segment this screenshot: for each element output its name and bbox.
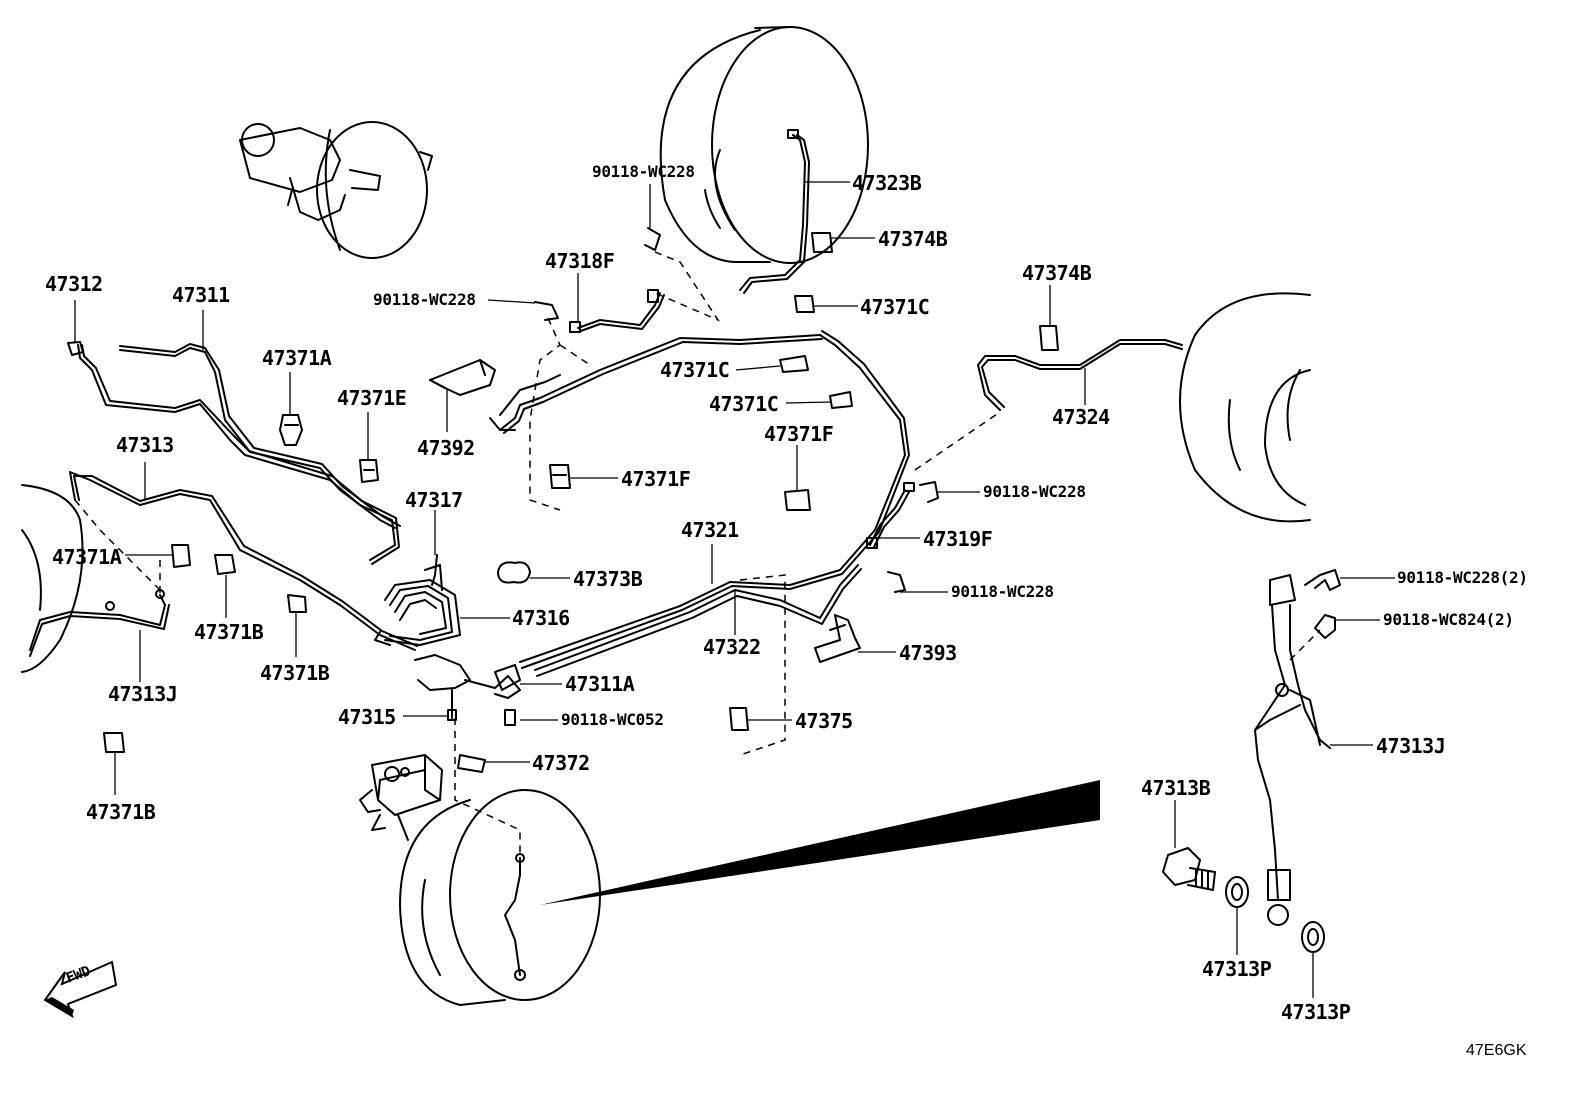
clamp-47375 <box>729 707 749 731</box>
flex-hose-47313J-right <box>1254 574 1331 926</box>
bolt-90118-WC052 <box>504 709 516 726</box>
clamp-47371B-a <box>214 554 236 575</box>
callout-47311A[interactable]: 47311A <box>565 672 635 696</box>
washer-47313P-b <box>1301 921 1325 953</box>
callout-47318F[interactable]: 47318F <box>545 249 615 273</box>
callout-47321[interactable]: 47321 <box>681 518 739 542</box>
flex-hose-47313J-left <box>29 589 170 657</box>
callout-47311[interactable]: 47311 <box>172 283 230 307</box>
callout-47393[interactable]: 47393 <box>899 641 957 665</box>
bracket-47372 <box>457 754 486 773</box>
callout-47392[interactable]: 47392 <box>417 436 475 460</box>
diagram-code: 47E6GK <box>1466 1042 1527 1059</box>
fwd-arrow-icon <box>43 960 118 1019</box>
clamp-47371C-a <box>794 295 815 313</box>
clip-90118-WC228-d <box>887 571 906 593</box>
callout-90118-WC228[interactable]: 90118-WC228 <box>983 482 1086 501</box>
clamp-47371A-top <box>279 414 303 446</box>
callout-90118-WC228[interactable]: 90118-WC228 <box>951 582 1054 601</box>
callout-47372[interactable]: 47372 <box>532 751 590 775</box>
clip-90118-WC228-a <box>534 301 559 321</box>
brake-tube-47324 <box>977 339 1183 411</box>
callout-47313J[interactable]: 47313J <box>1376 734 1446 758</box>
abs-actuator-icon <box>359 754 443 841</box>
clip-90118-WC228-b <box>644 227 661 251</box>
clamp-47371B-c <box>103 732 125 753</box>
callout-47371A[interactable]: 47371A <box>52 545 122 569</box>
callout-47371E[interactable]: 47371E <box>337 386 407 410</box>
callout-47319F[interactable]: 47319F <box>923 527 993 551</box>
bolt-90118-WC824-2 <box>1314 614 1336 639</box>
brake-tube-47312 <box>67 341 400 565</box>
brake-tube-47321 <box>519 330 910 669</box>
wheel-right-icon <box>1179 292 1311 523</box>
callout-47371B[interactable]: 47371B <box>86 800 156 824</box>
clip-90118-WC228-2 <box>1304 569 1341 591</box>
washer-47313P-a <box>1225 876 1249 908</box>
dashed-guides <box>74 251 1321 858</box>
callout-47315[interactable]: 47315 <box>338 705 396 729</box>
callout-47313J[interactable]: 47313J <box>108 682 178 706</box>
brake-tube-upper-arc <box>489 334 823 434</box>
callout-47371F[interactable]: 47371F <box>764 422 834 446</box>
callout-47312[interactable]: 47312 <box>45 272 103 296</box>
clamp-47371F-b <box>784 489 811 511</box>
clamp-47374B-a <box>811 232 833 253</box>
grommet-47373B <box>497 561 531 584</box>
clamp-47371E <box>359 459 379 483</box>
bracket-47393 <box>814 614 861 663</box>
brake-tube-47319F <box>866 482 915 549</box>
callout-47317[interactable]: 47317 <box>405 488 463 512</box>
clamp-47371C-b <box>779 355 809 373</box>
callout-47313[interactable]: 47313 <box>116 433 174 457</box>
clamp-47371B-b <box>287 594 307 613</box>
callout-47371B[interactable]: 47371B <box>260 661 330 685</box>
callout-47371A[interactable]: 47371A <box>262 346 332 370</box>
bracket-47392 <box>429 359 496 396</box>
clamp-47371C-c <box>829 391 853 409</box>
view-wedge <box>540 780 1100 905</box>
clamp-47371A-left <box>171 544 191 568</box>
callout-47316[interactable]: 47316 <box>512 606 570 630</box>
callout-47313P[interactable]: 47313P <box>1202 957 1272 981</box>
brake-booster-icon <box>239 121 433 259</box>
wheel-top-icon <box>659 26 869 264</box>
callout-47371C[interactable]: 47371C <box>860 295 930 319</box>
joint-47311A <box>494 664 521 691</box>
callout-90118-WC824-2[interactable]: 90118-WC824(2) <box>1383 610 1514 629</box>
tube-bundle-47316 <box>374 554 521 721</box>
wheel-left-icon <box>21 484 84 673</box>
callout-47374B[interactable]: 47374B <box>1022 261 1092 285</box>
clamp-47371F-a <box>549 464 571 489</box>
callout-90118-WC228-2[interactable]: 90118-WC228(2) <box>1397 568 1528 587</box>
callout-47323B[interactable]: 47323B <box>852 171 922 195</box>
callout-47371C[interactable]: 47371C <box>709 392 779 416</box>
clamp-47374B-b <box>1039 325 1059 351</box>
brake-tube-47313 <box>69 471 418 651</box>
callout-90118-WC052[interactable]: 90118-WC052 <box>561 710 664 729</box>
brake-tube-47322 <box>534 564 862 677</box>
callout-90118-WC228[interactable]: 90118-WC228 <box>592 162 695 181</box>
callout-47371B[interactable]: 47371B <box>194 620 264 644</box>
callout-47371C[interactable]: 47371C <box>660 358 730 382</box>
wheel-bottom-icon <box>399 789 601 1006</box>
brake-tube-47318F <box>569 289 665 333</box>
callout-47313P[interactable]: 47313P <box>1281 1000 1351 1024</box>
leader-lines <box>74 181 1395 998</box>
callout-90118-WC228[interactable]: 90118-WC228 <box>373 290 476 309</box>
callout-47373B[interactable]: 47373B <box>573 567 643 591</box>
callout-47371F[interactable]: 47371F <box>621 467 691 491</box>
clip-90118-WC228-c <box>919 481 939 503</box>
bolt-47313B <box>1162 847 1216 891</box>
callout-47322[interactable]: 47322 <box>703 635 761 659</box>
callout-47313B[interactable]: 47313B <box>1141 776 1211 800</box>
callout-47375[interactable]: 47375 <box>795 709 853 733</box>
brake-tube-47323B <box>739 129 810 294</box>
callout-47324[interactable]: 47324 <box>1052 405 1110 429</box>
callout-47374B[interactable]: 47374B <box>878 227 948 251</box>
